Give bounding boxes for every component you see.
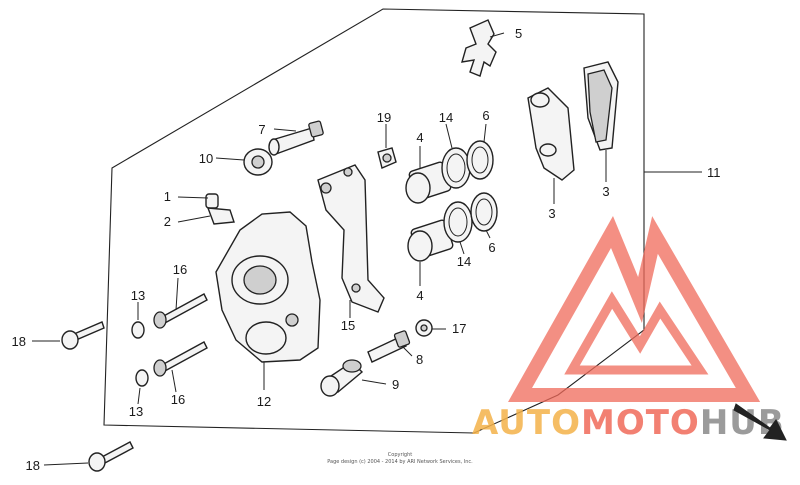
- callout-4-lower: 4: [416, 288, 423, 303]
- copyright-notice: Copyright Page design (c) 2004 - 2014 by…: [327, 452, 473, 465]
- part-8-bolt: [367, 330, 411, 363]
- callout-18-lower: 18: [26, 458, 40, 473]
- part-6-seal-lower: [470, 192, 498, 232]
- part-9-axle-bolt: [320, 359, 364, 397]
- part-7-bolt: [268, 120, 324, 156]
- part-6-seal-upper: [466, 140, 494, 180]
- part-3-pad-front: [527, 87, 575, 181]
- callout-6-lower: 6: [488, 240, 495, 255]
- callout-3-rear: 3: [602, 184, 609, 199]
- part-14-seal-lower: [443, 201, 473, 243]
- part-1-bleed-screw: [205, 193, 219, 209]
- part-16-pin-upper: [153, 293, 208, 329]
- callout-6-upper: 6: [482, 108, 489, 123]
- callout-19: 19: [377, 110, 391, 125]
- part-13-boot-lower: [135, 369, 149, 387]
- callout-13-upper: 13: [131, 288, 145, 303]
- callout-labels: 1 2 3 3 4 4 5 6 6 7 8 9 10 11 12 13 13 1…: [12, 26, 721, 473]
- part-10-nut: [243, 148, 273, 176]
- callout-4-upper: 4: [416, 130, 423, 145]
- watermark-triangle-outer: [508, 216, 761, 402]
- part-12-caliper-body: [215, 211, 321, 363]
- callout-5: 5: [515, 26, 522, 41]
- part-15-bracket: [317, 164, 385, 313]
- part-18-bolt-upper: [61, 321, 105, 350]
- callout-17: 17: [452, 321, 466, 336]
- automotohub-wordmark: AUTOMOTOHUB: [472, 403, 785, 443]
- part-4-piston-lower: [407, 219, 454, 262]
- callout-16-lower: 16: [171, 392, 185, 407]
- callout-11: 11: [707, 165, 721, 180]
- part-2-bleed-cap: [206, 207, 235, 225]
- part-14-seal-upper: [441, 147, 471, 189]
- callout-13-lower: 13: [129, 404, 143, 419]
- wordmark-part-auto: AUTO: [472, 403, 581, 443]
- assembly-frame: [103, 8, 645, 434]
- callout-8: 8: [416, 352, 423, 367]
- callout-2: 2: [164, 214, 171, 229]
- part-5-clip: [461, 19, 497, 77]
- callout-15: 15: [341, 318, 355, 333]
- wordmark-text: AUTOMOTOHUB: [472, 403, 785, 443]
- callout-7: 7: [258, 122, 265, 137]
- callout-10: 10: [199, 151, 213, 166]
- callout-1: 1: [164, 189, 171, 204]
- watermark-triangle-inner: [564, 291, 709, 375]
- callout-18-upper: 18: [12, 334, 26, 349]
- callout-9: 9: [392, 377, 399, 392]
- callout-12: 12: [257, 394, 271, 409]
- copyright-title: Copyright: [388, 452, 412, 458]
- part-3-pad-rear: [583, 61, 619, 151]
- callout-3-front: 3: [548, 206, 555, 221]
- wordmark-part-moto: MOTO: [581, 403, 700, 443]
- automotohub-watermark: [508, 216, 761, 402]
- part-19-nut: [377, 147, 397, 169]
- part-18-bolt-lower: [88, 441, 134, 472]
- callout-16-upper: 16: [173, 262, 187, 277]
- part-16-pin-lower: [153, 341, 208, 377]
- front-arrow-icon: [733, 403, 787, 441]
- part-13-boot-upper: [131, 321, 145, 339]
- part-17-washer: [415, 319, 433, 337]
- callout-14-lower: 14: [457, 254, 471, 269]
- copyright-line: Page design (c) 2004 - 2014 by ARI Netwo…: [327, 459, 473, 465]
- callout-14-upper: 14: [439, 110, 453, 125]
- leader-lines: [32, 32, 702, 466]
